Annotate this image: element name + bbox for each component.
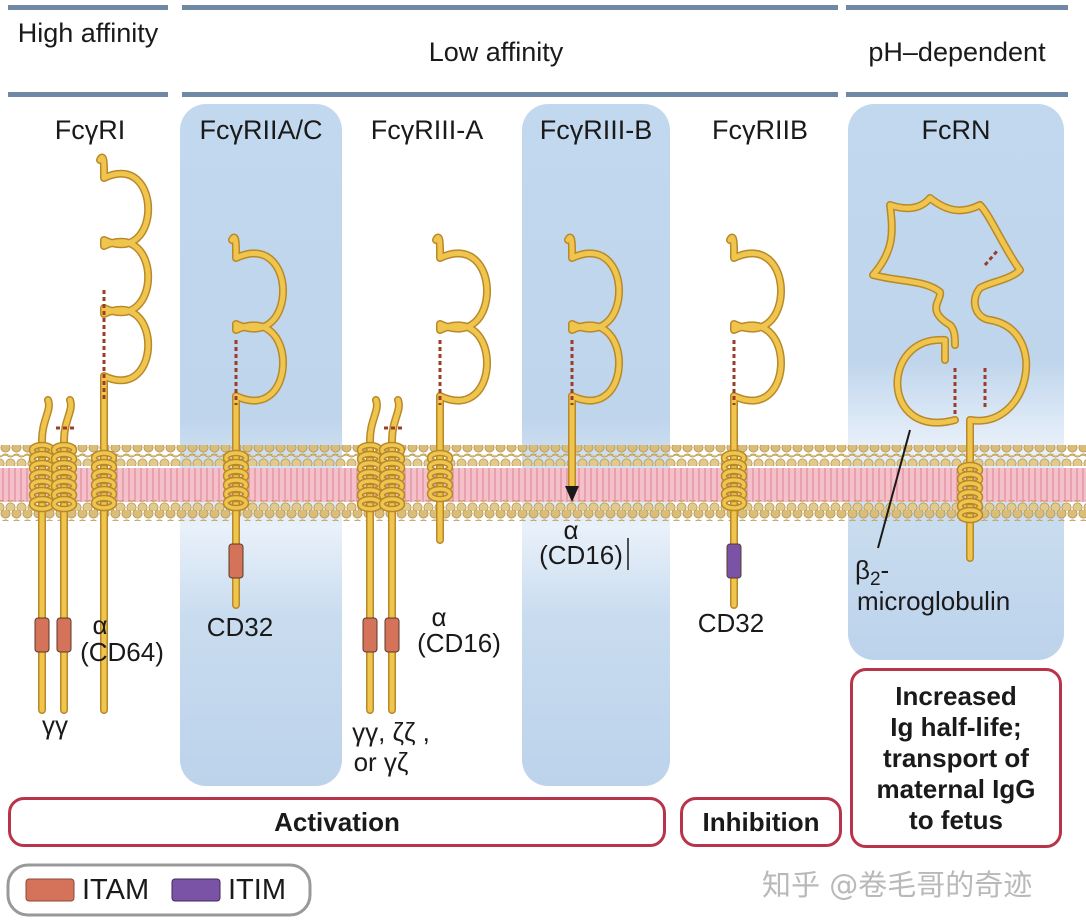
b2m-subscript: 2	[869, 569, 881, 591]
fcrn-function-line-4: maternal IgG	[876, 773, 1036, 804]
group-header-high-affinity: High affinity	[17, 18, 159, 48]
fcgr3a-chains-label-1: γγ, ζζ ,	[352, 717, 430, 747]
fcgr2a-tm-helix	[222, 449, 250, 512]
fcgr3a-alpha-chain	[432, 233, 491, 544]
fcgr1-cd64-label: (CD64)	[80, 637, 164, 667]
fcrn-function-box: Increased Ig half-life; transport of mat…	[850, 668, 1062, 848]
b2m-beta: β	[855, 555, 870, 585]
fcrn-function-line-3: transport of	[883, 742, 1029, 773]
fcrn-function-line-2: Ig half-life;	[890, 711, 1022, 742]
receptor-name-fcgr3a: FcγRIII-A	[370, 115, 484, 145]
fcrn-top-disulfide	[983, 249, 1000, 266]
fcgr2a-cd32-label: CD32	[206, 612, 274, 642]
receptor-name-fcgr2b: FcγRIIB	[711, 115, 808, 145]
fcrn-function-line-5: to fetus	[909, 804, 1003, 835]
itim-legend-label: ITIM	[228, 874, 286, 906]
group-header-low-affinity: Low affinity	[428, 37, 564, 67]
watermark: 知乎 @卷毛哥的奇迹	[762, 868, 1033, 902]
fcgr2b-alpha-chain	[726, 233, 785, 609]
fcgr1-alpha-label: α	[92, 610, 108, 640]
itam-legend-label: ITAM	[82, 874, 150, 906]
fcgr3b-alpha-label: α	[563, 515, 579, 545]
fcgr3a-chains-label-2: or γζ	[353, 747, 409, 777]
fcgr3a-chain-1	[366, 396, 381, 714]
group-bar-high-top	[8, 5, 168, 10]
receptor-name-fcgr3b: FcγRIII-B	[539, 115, 653, 145]
legend-frame	[6, 863, 312, 917]
fcgr1-alpha-chain	[96, 153, 153, 714]
fcgr2b-itim	[726, 543, 742, 579]
fcrn-alpha-chain	[869, 194, 1031, 562]
fcgr1-itam-2	[56, 617, 72, 653]
group-header-ph-dependent: pH–dependent	[868, 37, 1046, 67]
fcgr3a-chain2-tm-helix	[378, 441, 406, 513]
fcrn-function-line-1: Increased	[895, 680, 1017, 711]
fcgr3b-alpha-chain	[564, 233, 623, 489]
group-header-bars	[8, 5, 1068, 97]
fcrn-tm-helix	[956, 461, 984, 524]
receptor-name-fcrn: FcRN	[921, 115, 991, 145]
fcgr3b-cd16-label: (CD16)	[539, 540, 623, 570]
fcgr1-gamma-chain-2	[60, 396, 75, 714]
fcgr1-itam-1	[34, 617, 50, 653]
fcgr2a-alpha-chain	[228, 233, 287, 609]
inhibition-label: Inhibition	[702, 806, 820, 837]
group-bar-ph-bottom	[846, 92, 1068, 97]
activation-box: Activation	[8, 797, 666, 847]
fcgr3a-itam-2	[384, 617, 400, 653]
fcgr3a-alpha-label: α	[431, 602, 447, 632]
fcgr1-gamma-chains-label: γγ	[42, 710, 68, 740]
b2m-label-microglobulin: microglobulin	[857, 586, 1011, 616]
receptor-name-fcgr1: FcγRI	[54, 115, 126, 145]
fcgr2b-tm-helix	[720, 449, 748, 512]
itim-legend-swatch	[171, 878, 221, 902]
fcrn-b2m-chain	[893, 335, 959, 427]
b2m-dash: -	[880, 555, 890, 585]
fcgr2a-itam	[228, 543, 244, 579]
fcgr3a-chain-2	[388, 396, 403, 714]
fcgr1-gamma-chain-1	[38, 396, 53, 714]
fcgr1-gamma2-tm-helix	[50, 441, 78, 513]
activation-label: Activation	[274, 806, 400, 837]
fcgr3a-cd16-label: (CD16)	[417, 628, 501, 658]
inhibition-box: Inhibition	[680, 797, 842, 847]
fcgr3a-itam-1	[362, 617, 378, 653]
group-bar-low-top	[182, 5, 838, 10]
group-bar-high-bottom	[8, 92, 168, 97]
b2m-label-beta: β2-	[855, 555, 889, 595]
b2m-pointer-line	[877, 429, 911, 549]
cell-membrane	[0, 445, 1086, 521]
itam-legend-swatch	[25, 878, 75, 902]
fcgr2b-cd32-label: CD32	[697, 608, 765, 638]
receptor-name-fcgr2a: FcγRIIA/C	[199, 115, 323, 145]
fcgr1-alpha-tm-helix	[90, 449, 118, 512]
group-bar-low-bottom	[182, 92, 838, 97]
fcgr3b-gpi-anchor-arrow	[565, 486, 579, 502]
group-bar-ph-top	[846, 5, 1068, 10]
fcgr3a-tm-helix	[426, 449, 454, 503]
